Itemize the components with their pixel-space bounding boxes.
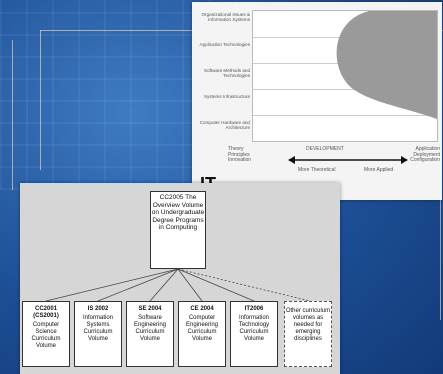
axis-center-label: DEVELOPMENT: [306, 146, 344, 152]
volume-box-other: Other curriculum volumes as needed for e…: [284, 301, 332, 367]
double-arrow-icon: [288, 156, 408, 164]
decorative-line: [40, 30, 41, 170]
decorative-line: [40, 30, 192, 31]
decorative-line: [440, 200, 441, 320]
volume-desc: Other curriculum volumes as needed for e…: [285, 308, 331, 342]
volume-code: CE 2004: [190, 306, 214, 312]
it-row-label: Organizational Issues & Information Syst…: [201, 12, 250, 23]
it-row-label: Application Technologies: [199, 42, 250, 47]
volume-code: CC2001 (CS2001): [33, 306, 59, 319]
volume-code: IS 2002: [87, 306, 109, 312]
volume-desc: Information Technology Curriculum Volume: [238, 315, 270, 342]
volume-box: CC2001 (CS2001) Computer Science Curricu…: [22, 301, 70, 367]
it-coverage-shape: [336, 11, 437, 119]
it-discipline-slide: Organizational Issues & Information Syst…: [192, 2, 442, 200]
it-row-label: Software Methods and Technologies: [204, 68, 250, 79]
volume-desc: Information Systems Curriculum Volume: [82, 315, 113, 342]
cc2005-overview-box: CC2005 The Overview Volume on Undergradu…: [150, 191, 206, 269]
sub-left-label: More Theoretical: [298, 167, 336, 173]
volume-code: IT2006: [244, 306, 264, 312]
it-row-label: Computer Hardware and Architecture: [199, 120, 250, 131]
volume-box: IS 2002 Information Systems Curriculum V…: [74, 301, 122, 367]
axis-left-label: Theory Principles Innovation: [228, 146, 252, 163]
axis-right-label: Application Deployment Configuration: [410, 146, 440, 163]
volume-desc: Computer Engineering Curriculum Volume: [185, 315, 219, 342]
volume-box: CE 2004 Computer Engineering Curriculum …: [178, 301, 226, 367]
it-grid: [252, 10, 438, 142]
decorative-line: [12, 40, 13, 190]
it-row-label: Systems Infrastructure: [204, 94, 250, 99]
cc2005-slide: CC2005 The Overview Volume on Undergradu…: [20, 183, 340, 374]
volume-desc: Software Engineering Curriculum Volume: [133, 315, 167, 342]
sub-right-label: More Applied: [364, 167, 394, 173]
volume-code: SE 2004: [138, 306, 162, 312]
connector-lines: [45, 268, 311, 302]
volume-box: IT2006 Information Technology Curriculum…: [230, 301, 278, 367]
volume-desc: Computer Science Curriculum Volume: [31, 322, 61, 349]
volume-box: SE 2004 Software Engineering Curriculum …: [126, 301, 174, 367]
